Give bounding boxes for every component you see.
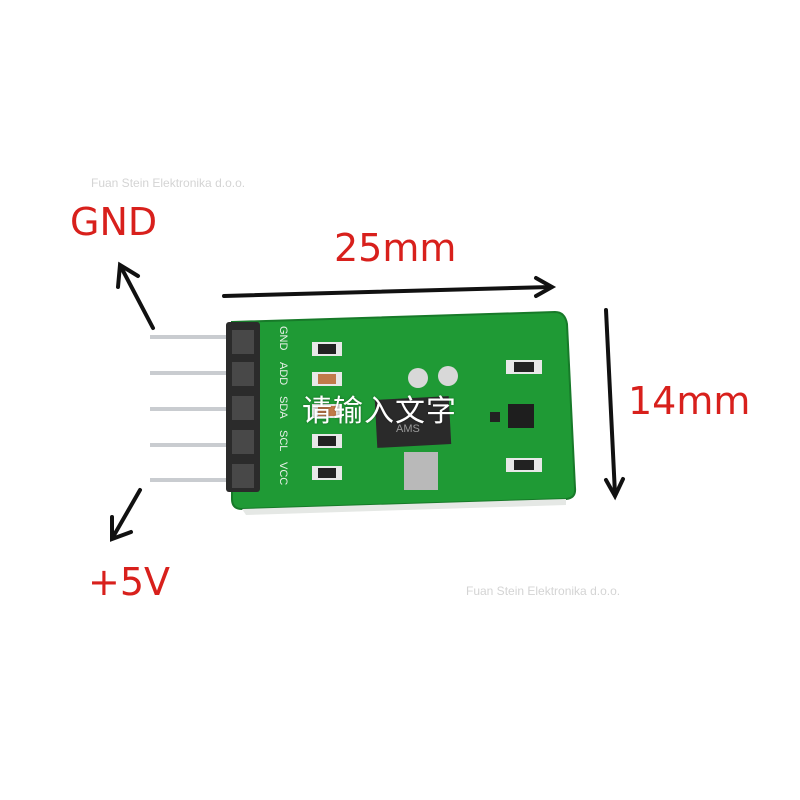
right-components	[490, 360, 542, 472]
arrow-width	[222, 276, 557, 298]
arrow-plus5v	[110, 488, 142, 542]
arrow-gnd	[116, 261, 155, 330]
overlay-placeholder-text: 请输入文字	[302, 394, 457, 429]
watermark-bottom: Fuan Stein Elektronika d.o.o.	[466, 584, 621, 598]
pin-label-vcc: VCC	[277, 462, 289, 485]
gnd-label: GND	[70, 200, 158, 244]
pin-header	[226, 322, 260, 492]
pin-label-gnd: GND	[277, 326, 289, 351]
chip-label: AMS	[396, 423, 420, 435]
smd-resistors	[312, 342, 342, 480]
plus5v-label: +5V	[88, 560, 171, 604]
pin-label-add: ADD	[277, 362, 289, 385]
regulator-chip: AMS	[374, 366, 458, 490]
pin-labels: GND ADD SDA SCL VCC	[277, 326, 289, 485]
pin-label-sda: SDA	[277, 396, 289, 419]
height-dimension-label: 14mm	[628, 379, 751, 423]
header-pins	[150, 335, 234, 482]
arrow-height	[604, 308, 625, 501]
watermark-top: Fuan Stein Elektronika d.o.o.	[91, 176, 246, 190]
width-dimension-label: 25mm	[334, 226, 457, 270]
pin-label-scl: SCL	[277, 430, 289, 451]
